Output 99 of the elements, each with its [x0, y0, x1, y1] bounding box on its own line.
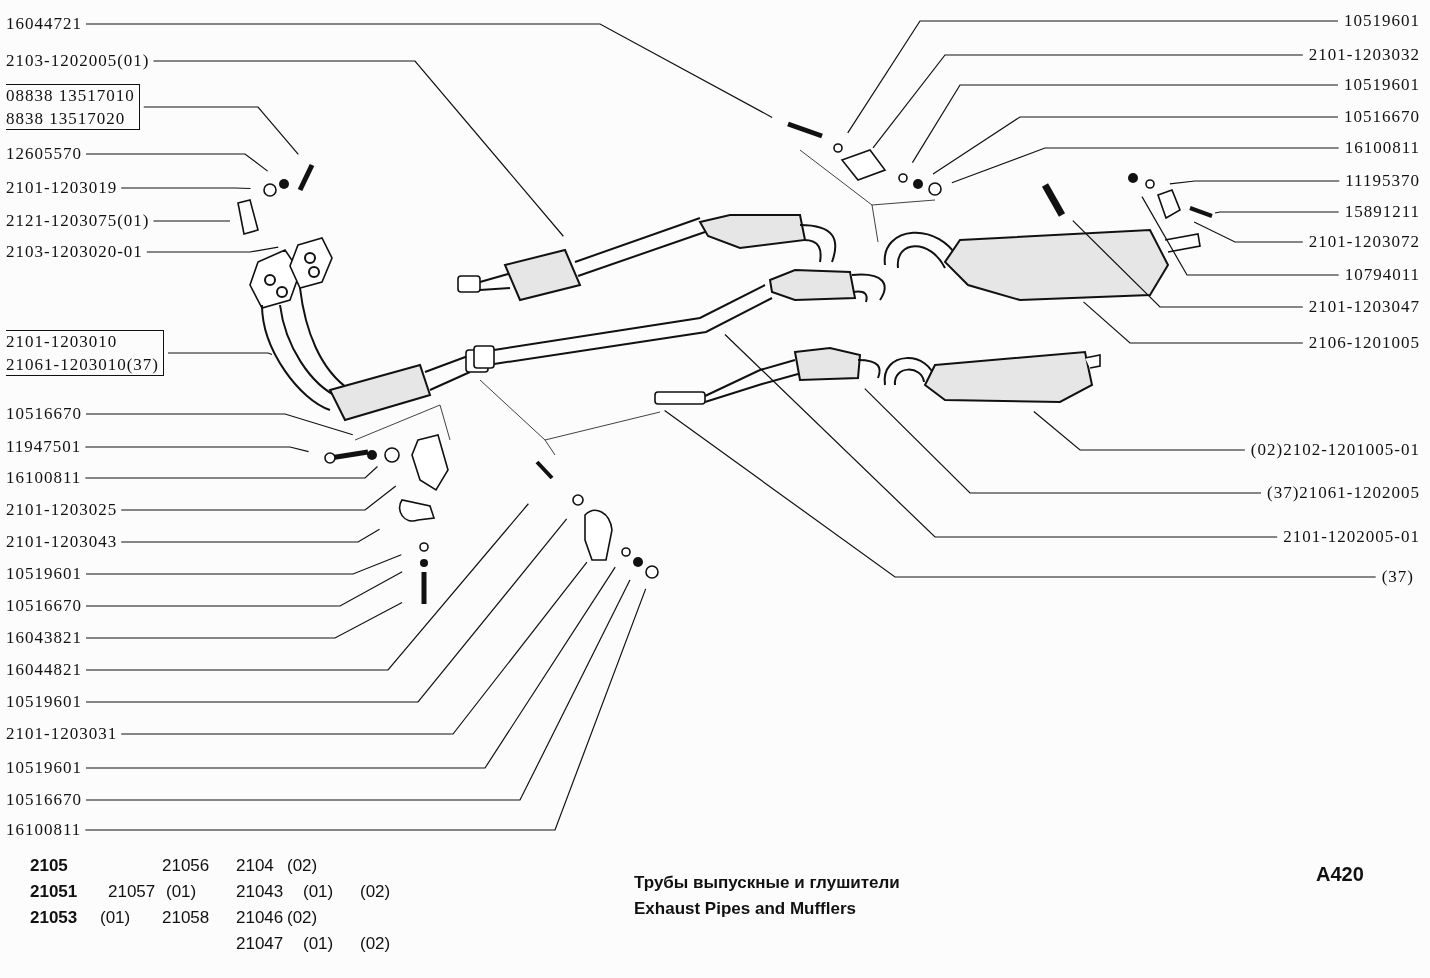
part-number: 2101-1203031: [6, 723, 118, 745]
leader-line: [85, 153, 269, 172]
part-number: 12605570: [6, 143, 82, 165]
model-code: 21047: [236, 933, 284, 955]
part-number: 10519601: [6, 691, 82, 713]
leader-line: [951, 147, 1340, 184]
leader-line: [1141, 196, 1340, 276]
caption: Exhaust Pipes and Mufflers: [634, 898, 856, 920]
part-number: 21061-1203010(37): [6, 354, 159, 375]
model-code: 21057: [108, 881, 156, 903]
leader-line: [120, 485, 397, 511]
model-code: (02): [360, 933, 391, 955]
leader-line: [864, 388, 1262, 494]
model-code: 21043: [236, 881, 284, 903]
part-number: 16044721: [6, 13, 82, 35]
leader-line: [120, 561, 588, 735]
leader-line: [152, 60, 564, 237]
part-number: 16100811: [1344, 137, 1420, 159]
part-number: (02)2102-1201005-01: [1250, 439, 1420, 461]
model-code: (01): [303, 881, 334, 903]
part-number: 16043821: [6, 627, 82, 649]
sheet-code: A420: [1316, 862, 1364, 887]
part-number: (37)21061-1202005: [1267, 482, 1420, 504]
part-number: 8838 13517020: [6, 108, 127, 129]
part-number: 10519601: [6, 757, 82, 779]
part-number: 2106-1201005: [1308, 332, 1420, 354]
title: Трубы выпускные и глушители: [634, 872, 900, 894]
leader-line: [85, 518, 568, 703]
part-number: 10516670: [1344, 106, 1420, 128]
part-number: 11195370: [1345, 170, 1420, 192]
leader-line: [847, 20, 1339, 134]
leader-line: [664, 409, 1377, 578]
leader-line: [872, 54, 1304, 149]
part-number: 10519601: [1344, 10, 1420, 32]
leader-line: [1193, 221, 1304, 243]
bracket-group: [6, 330, 164, 376]
part-number: 2101-1203047: [1308, 296, 1420, 318]
model-code: (01): [303, 933, 334, 955]
part-number: 2101-1203019: [6, 177, 118, 199]
leader-line: [146, 246, 279, 253]
leader-line: [85, 566, 616, 769]
leader-line: [152, 220, 231, 222]
part-number: 10516670: [6, 595, 82, 617]
part-number: 10519601: [1344, 74, 1420, 96]
leader-line: [167, 352, 273, 356]
leader-line: [932, 116, 1339, 175]
part-number: 2101-1202005-01: [1283, 526, 1420, 548]
model-code: 21051: [30, 881, 78, 903]
leader-line: [1082, 301, 1304, 344]
part-number: 16100811: [6, 819, 82, 841]
part-number: 2101-1203025: [6, 499, 118, 521]
model-code: (01): [166, 881, 197, 903]
bracket-group: [6, 84, 140, 130]
leader-line: [143, 106, 299, 155]
part-number: 08838 13517010: [6, 85, 135, 106]
leader-line: [911, 84, 1339, 164]
part-number: 2101-1203010: [6, 331, 119, 352]
model-code: 21046: [236, 907, 284, 929]
leader-line: [84, 588, 647, 831]
leader-line: [85, 23, 773, 118]
part-number: 10516670: [6, 403, 82, 425]
part-number: 10794011: [1344, 264, 1420, 286]
part-number: 2101-1203072: [1308, 231, 1420, 253]
leader-line: [120, 528, 381, 543]
model-code: (02): [287, 855, 318, 877]
leader-line: [724, 333, 1278, 538]
leader-line: [85, 571, 403, 607]
leader-line: [1072, 220, 1304, 308]
part-number: 2103-1202005(01): [6, 50, 150, 72]
part-number: 15891211: [1344, 201, 1420, 223]
part-number: 2101-1203043: [6, 531, 118, 553]
part-number: 10519601: [6, 563, 82, 585]
leader-line: [85, 413, 354, 436]
part-number: 2103-1203020-01: [6, 241, 143, 263]
part-number: 16100811: [6, 467, 82, 489]
model-code: (02): [287, 907, 318, 929]
part-number: 11947501: [6, 436, 82, 458]
leader-line: [1033, 410, 1246, 451]
model-code: 2105: [30, 855, 68, 877]
leader-line: [1214, 211, 1340, 214]
model-code: 21053: [30, 907, 78, 929]
leader-line: [85, 579, 631, 801]
leader-line: [120, 187, 252, 190]
leader-line: [85, 503, 529, 671]
part-number: 16044821: [6, 659, 82, 681]
model-code: 2104: [236, 855, 274, 877]
leader-line: [84, 446, 310, 453]
leader-line: [85, 601, 403, 639]
model-code: (01): [100, 907, 131, 929]
leader-line: [85, 554, 402, 575]
leader-line: [1169, 180, 1340, 185]
model-code: (02): [360, 881, 391, 903]
part-number: 2121-1203075(01): [6, 210, 150, 232]
part-number: 2101-1203032: [1308, 44, 1420, 66]
model-code: 21058: [162, 907, 210, 929]
part-number: (37): [1381, 566, 1414, 588]
leader-line: [84, 465, 379, 479]
part-number: 10516670: [6, 789, 82, 811]
model-code: 21056: [162, 855, 210, 877]
